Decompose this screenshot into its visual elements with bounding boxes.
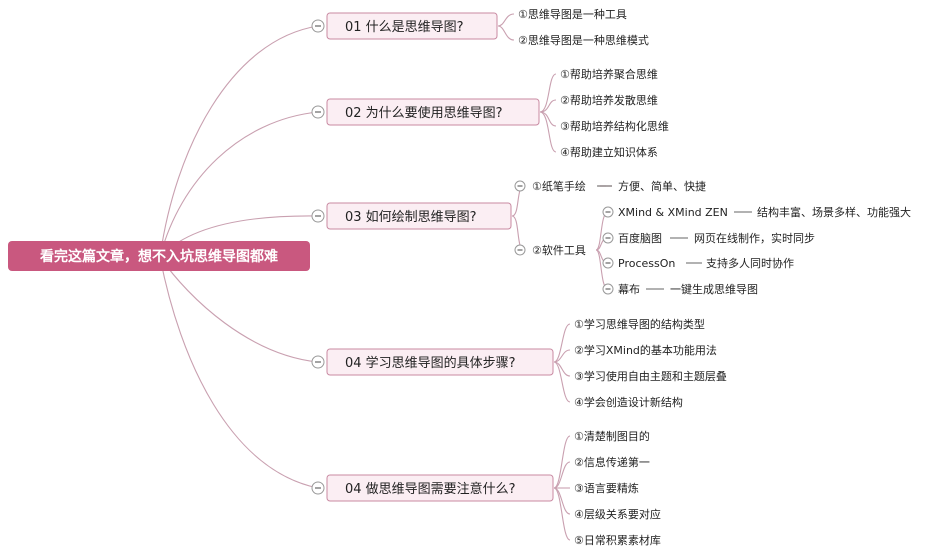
sub-label: ②软件工具: [532, 243, 586, 257]
list-item: ②学习XMind的基本功能用法: [574, 343, 717, 357]
collapse-icon[interactable]: [514, 244, 526, 256]
collapse-icon[interactable]: [602, 283, 614, 295]
tool-name: XMind & XMind ZEN: [618, 206, 728, 219]
branch-what-is[interactable]: 01 什么是思维导图?: [311, 12, 498, 40]
branch-how-draw[interactable]: 03 如何绘制思维导图?: [311, 202, 512, 230]
collapse-icon[interactable]: [602, 257, 614, 269]
collapse-icon[interactable]: [311, 105, 325, 119]
branch-learn-steps[interactable]: 04 学习思维导图的具体步骤?: [311, 348, 554, 376]
collapse-icon[interactable]: [311, 355, 325, 369]
list-item: ③语言要精炼: [574, 481, 639, 495]
branch-label: 04 做思维导图需要注意什么?: [345, 481, 516, 497]
list-item: ①学习思维导图的结构类型: [574, 317, 705, 331]
branch-label: 01 什么是思维导图?: [345, 20, 464, 35]
list-item: ②信息传递第一: [574, 455, 650, 469]
list-item: ④帮助建立知识体系: [560, 145, 658, 159]
tool-note: 支持多人同时协作: [706, 256, 794, 270]
sub-software[interactable]: ②软件工具: [514, 243, 586, 257]
tool-processon[interactable]: ProcessOn 支持多人同时协作: [602, 256, 794, 270]
collapse-icon[interactable]: [311, 209, 325, 223]
branch-notes[interactable]: 04 做思维导图需要注意什么?: [311, 474, 554, 502]
tool-baidu[interactable]: 百度脑图 网页在线制作，实时同步: [602, 231, 815, 245]
branch-box: [326, 474, 554, 502]
list-item: ②思维导图是一种思维模式: [518, 33, 649, 47]
branch-why-use[interactable]: 02 为什么要使用思维导图?: [311, 98, 540, 126]
list-item: ⑤日常积累素材库: [574, 533, 661, 547]
sub-note: 方便、简单、快捷: [618, 179, 706, 193]
branch-label: 04 学习思维导图的具体步骤?: [345, 355, 516, 371]
tool-xmind[interactable]: XMind & XMind ZEN 结构丰富、场景多样、功能强大: [602, 205, 911, 219]
tool-note: 一键生成思维导图: [670, 282, 758, 296]
list-item: ①思维导图是一种工具: [518, 7, 627, 21]
tool-note: 结构丰富、场景多样、功能强大: [757, 205, 911, 219]
branch-box: [326, 12, 498, 40]
collapse-icon[interactable]: [311, 19, 325, 33]
sub-pen-paper[interactable]: ①纸笔手绘 方便、简单、快捷: [514, 179, 706, 193]
list-item: ③帮助培养结构化思维: [560, 119, 669, 133]
branch-label: 03 如何绘制思维导图?: [345, 209, 477, 225]
sub-label: ①纸笔手绘: [532, 179, 586, 193]
root-label: 看完这篇文章，想不入坑思维导图都难: [39, 248, 278, 265]
list-item: ①清楚制图目的: [574, 429, 650, 443]
collapse-icon[interactable]: [311, 481, 325, 495]
branch-box: [326, 348, 554, 376]
branch-box: [326, 98, 540, 126]
root-node[interactable]: 看完这篇文章，想不入坑思维导图都难: [8, 241, 310, 271]
collapse-icon[interactable]: [514, 180, 526, 192]
tool-name: ProcessOn: [618, 257, 675, 270]
connector-lines: [159, 13, 612, 541]
list-item: ③学习使用自由主题和主题层叠: [574, 369, 727, 383]
list-item: ④层级关系要对应: [574, 507, 661, 521]
branch-box: [326, 202, 512, 230]
tool-note: 网页在线制作，实时同步: [694, 231, 815, 245]
root-box: [8, 241, 310, 271]
list-item: ②帮助培养发散思维: [560, 93, 658, 107]
tool-mubu[interactable]: 幕布 一键生成思维导图: [602, 282, 758, 296]
collapse-icon[interactable]: [602, 206, 614, 218]
tool-name: 百度脑图: [618, 231, 662, 245]
branch-label: 02 为什么要使用思维导图?: [345, 105, 503, 121]
list-item: ①帮助培养聚合思维: [560, 67, 658, 81]
list-item: ④学会创造设计新结构: [574, 395, 683, 409]
tool-name: 幕布: [618, 282, 640, 296]
collapse-icon[interactable]: [602, 232, 614, 244]
